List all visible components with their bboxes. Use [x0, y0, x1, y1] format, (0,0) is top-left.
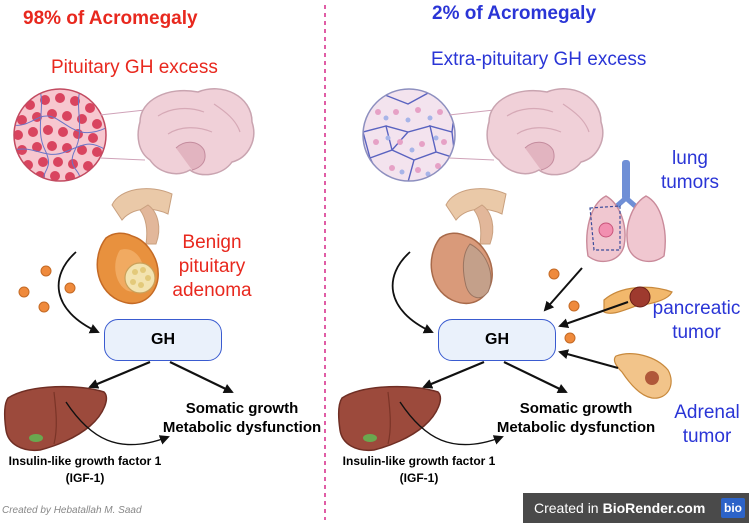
pancreas-arrow [558, 301, 629, 329]
right-arrow-to-effects [503, 361, 568, 394]
adenoma-label-line-2: pituitary [178, 256, 246, 277]
left-effects: Somatic growth Metabolic dysfunction [157, 399, 327, 437]
right-pituitary-icon [430, 188, 507, 305]
left-secretion-arrow [57, 251, 100, 334]
left-histology-icon [13, 88, 107, 182]
left-arrow-to-effects [169, 361, 234, 394]
left-arrow-to-liver [88, 360, 151, 389]
left-title: 98% of Acromegaly [23, 8, 198, 29]
left-igf-label: Insulin-like growth factor 1 (IGF-1) [0, 453, 170, 487]
pancreas-icon [603, 286, 673, 314]
lung-icon [586, 160, 666, 263]
right-gh-box: GH [438, 319, 556, 361]
left-igf-line-2: (IGF-1) [65, 471, 105, 485]
badge-prefix: Created in [534, 500, 599, 516]
pancreatic-label-line-2: tumor [672, 322, 721, 343]
left-subtitle: Pituitary GH excess [51, 57, 218, 78]
adrenal-icon [613, 353, 672, 399]
right-arrow-to-liver [422, 360, 485, 389]
right-title: 2% of Acromegaly [432, 3, 597, 24]
right-effect-metabolic: Metabolic dysfunction [496, 419, 656, 436]
left-gh-box: GH [104, 319, 222, 361]
left-igf-line-1: Insulin-like growth factor 1 [8, 454, 162, 468]
left-pituitary-icon [96, 188, 173, 305]
right-secretion-arrow [391, 251, 434, 334]
right-effects: Somatic growth Metabolic dysfunction [491, 399, 661, 437]
right-brain-icon [486, 88, 604, 176]
right-histology-icon [362, 88, 456, 182]
adenoma-label-line-1: Benign [182, 232, 242, 253]
left-liver-icon [3, 385, 108, 452]
adrenal-label: Adrenal tumor [667, 401, 747, 449]
right-igf-line-2: (IGF-1) [399, 471, 439, 485]
badge-brand: BioRender.com [602, 500, 706, 516]
adrenal-arrow [558, 349, 619, 369]
pancreatic-label: pancreatic tumor [644, 297, 749, 345]
left-effect-growth: Somatic growth [185, 400, 299, 417]
right-liver-icon [337, 385, 442, 452]
lung-label: lung tumors [655, 147, 725, 195]
left-gh-droplets [18, 265, 76, 313]
right-igf-arrow [399, 401, 504, 446]
lung-label-line-2: tumors [660, 172, 720, 193]
adenoma-label: Benign pituitary adenoma [164, 231, 260, 303]
lung-arrow [543, 267, 583, 312]
biorender-logo-icon: bio [721, 498, 745, 518]
right-subtitle: Extra-pituitary GH excess [431, 49, 647, 70]
adrenal-label-line-2: tumor [682, 426, 732, 447]
right-effect-growth: Somatic growth [519, 400, 633, 417]
author-credit: Created by Hebatallah M. Saad [2, 505, 142, 516]
lung-label-line-1: lung [672, 148, 708, 169]
pancreatic-label-line-1: pancreatic [652, 298, 741, 319]
left-igf-arrow [65, 401, 170, 446]
left-brain-icon [137, 88, 255, 176]
right-igf-label: Insulin-like growth factor 1 (IGF-1) [334, 453, 504, 487]
biorender-badge[interactable]: Created in BioRender.com bio [523, 493, 749, 523]
adrenal-label-line-1: Adrenal [674, 402, 740, 423]
right-gh-droplets [548, 268, 580, 344]
left-effect-metabolic: Metabolic dysfunction [162, 419, 322, 436]
adenoma-label-line-3: adenoma [172, 280, 252, 301]
right-igf-line-1: Insulin-like growth factor 1 [342, 454, 496, 468]
